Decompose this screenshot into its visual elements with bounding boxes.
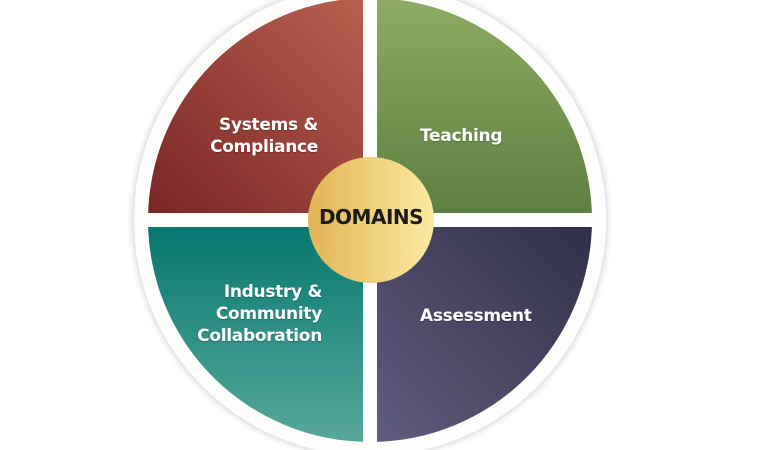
label-line: Assessment bbox=[420, 306, 532, 326]
label-line: Teaching bbox=[420, 126, 503, 146]
center-hub bbox=[308, 157, 434, 283]
center-label: DOMAINS bbox=[318, 205, 424, 229]
label-line: Industry & bbox=[223, 282, 322, 302]
quadrant-label-industry-community: Industry & Community Collaboration bbox=[190, 281, 322, 347]
label-line: Compliance bbox=[210, 137, 318, 157]
label-line: Community bbox=[215, 304, 322, 324]
quadrant-label-assessment: Assessment bbox=[420, 305, 550, 327]
label-line: Collaboration bbox=[197, 326, 322, 346]
quadrant-label-systems-compliance: Systems & Compliance bbox=[190, 114, 318, 158]
quadrant-label-teaching: Teaching bbox=[420, 125, 540, 147]
label-line: Systems & bbox=[219, 115, 318, 135]
